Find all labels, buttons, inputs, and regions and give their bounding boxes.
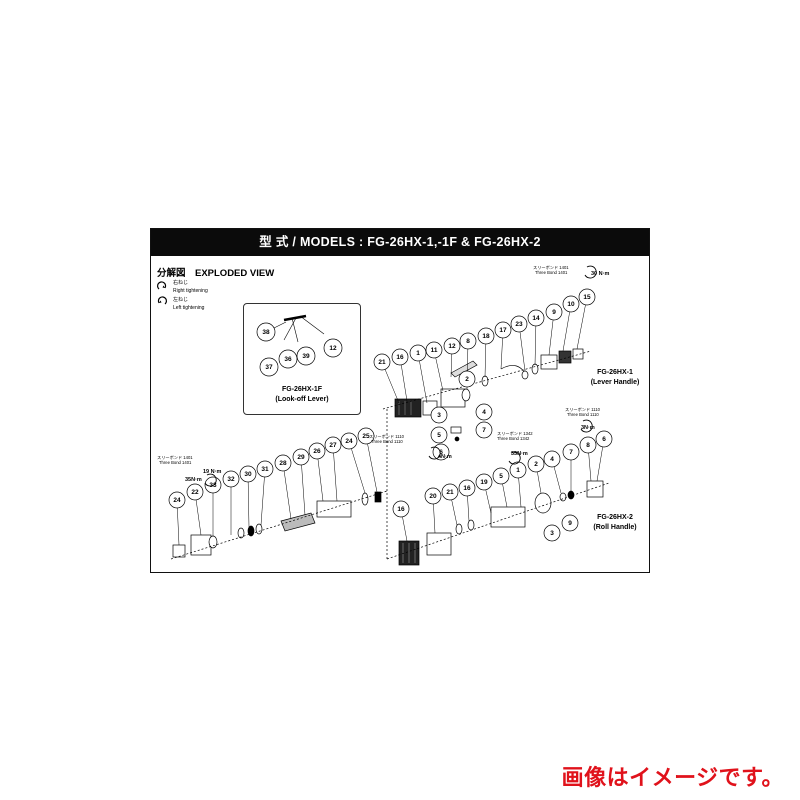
balloon-label: 17 (499, 327, 507, 334)
upper-torque2: 4N·m (438, 454, 452, 460)
balloon-label: 29 (297, 454, 305, 461)
upper-bond-jp: スリーボンド 1401 (533, 265, 569, 270)
exploded-view-sheet: 型 式 / MODELS : FG-26HX-1,-1F & FG-26HX-2… (150, 228, 650, 573)
balloon-label: 27 (329, 442, 337, 449)
legend-right-jp: 右ねじ (173, 280, 189, 286)
balloon-label: 31 (261, 466, 269, 473)
balloon-39 (296, 346, 316, 366)
balloon-label: 8 (586, 442, 590, 449)
inset-drawing (256, 314, 343, 377)
left-assembly-parts (170, 490, 388, 560)
upper-bond2-jp: スリーボンド 1110 (369, 434, 404, 439)
inset-panel-1f: 38 12 37 36 39 FG-26HX-1F (Look-off Leve… (243, 303, 361, 415)
balloon-label: 16 (463, 485, 471, 492)
balloon-label: 1 (516, 467, 520, 474)
balloon-37 (259, 357, 279, 377)
rotation-legend-icons (156, 281, 168, 305)
balloon-label: 6 (439, 449, 443, 456)
balloon-12 (323, 338, 343, 358)
balloon-label: 12 (329, 345, 337, 352)
balloon-36 (278, 349, 298, 369)
left-torque-b: 35N·m (185, 477, 202, 483)
lower-bond2-jp: スリーボンド 1342 (497, 431, 533, 436)
balloon-label: 10 (567, 301, 575, 308)
balloon-label: 4 (550, 456, 554, 463)
left-leader-lines (176, 435, 378, 546)
lower-torque2: 35N·m (511, 451, 528, 457)
lower-bond-jp: スリーボンド 1110 (565, 407, 600, 412)
balloon-label: 2 (534, 461, 538, 468)
balloon-label: 4 (482, 409, 486, 416)
left-tightening-icon (157, 296, 168, 305)
balloon-label: 18 (482, 333, 490, 340)
balloon-label: 20 (429, 493, 437, 500)
balloon-label: 32 (227, 476, 235, 483)
balloon-label: 28 (279, 460, 287, 467)
lower-caption-desc: (Roll Handle) (593, 524, 637, 531)
inset-caption-desc: (Look-off Lever) (275, 396, 329, 403)
balloon-label: 3 (550, 530, 554, 537)
upper-bond2-en: Three Bond 1110 (371, 439, 403, 444)
legend-left-en: Left tightening (173, 305, 205, 311)
balloon-label: 16 (397, 506, 405, 513)
balloon-label: 5 (499, 473, 503, 480)
balloon-label: 19 (480, 479, 488, 486)
upper-torque: 30 N·m (591, 271, 610, 277)
balloon-label: 24 (173, 497, 181, 504)
lower-torque: 3N·m (581, 425, 595, 431)
balloon-label: 6 (602, 436, 606, 443)
balloon-label: 30 (244, 471, 252, 478)
balloon-label: 12 (448, 343, 456, 350)
balloon-38 (256, 322, 276, 342)
balloon-label: 16 (396, 354, 404, 361)
balloon-label: 25 (362, 433, 370, 440)
legend-left-jp: 左ねじ (173, 297, 189, 303)
balloon-label: 33 (209, 482, 217, 489)
balloon-label: 1 (416, 350, 420, 357)
left-bond-jp: スリーボンド 1401 (157, 455, 193, 460)
balloon-label: 7 (569, 449, 573, 456)
models-banner: 型 式 / MODELS : FG-26HX-1,-1F & FG-26HX-2 (151, 229, 649, 256)
balloon-label: 38 (262, 329, 270, 336)
balloon-label: 9 (552, 309, 556, 316)
balloon-label: 7 (482, 427, 486, 434)
balloon-label: 8 (466, 338, 470, 345)
legend-right-en: Right tightening (173, 288, 208, 294)
balloon-label: 14 (532, 315, 540, 322)
lower-caption-model: FG-26HX-2 (597, 514, 633, 521)
balloon-label: 37 (265, 364, 273, 371)
image-disclaimer: 画像はイメージです。 (561, 766, 784, 791)
right-tightening-icon (156, 281, 167, 290)
section-title: 分解図 EXPLODED VIEW (157, 268, 275, 279)
balloon-label: 15 (583, 294, 591, 301)
left-torque-a: 19 N·m (203, 469, 222, 475)
balloon-label: 26 (313, 448, 321, 455)
balloon-label: 36 (284, 356, 292, 363)
balloon-label: 3 (437, 412, 441, 419)
balloon-label: 21 (446, 489, 454, 496)
balloon-label: 23 (515, 321, 523, 328)
balloon-label: 21 (378, 359, 386, 366)
upper-caption-desc: (Lever Handle) (590, 379, 640, 386)
upper-bond-en: Three Bond 1401 (535, 270, 568, 275)
balloon-label: 11 (430, 347, 438, 354)
balloon-label: 5 (437, 432, 441, 439)
lower-bond2-en: Three Bond 1342 (497, 436, 530, 441)
balloon-label: 2 (465, 376, 469, 383)
balloon-label: 22 (191, 489, 199, 496)
lower-bond-en: Three Bond 1110 (567, 412, 599, 417)
balloon-label: 9 (568, 520, 572, 527)
left-bond-en: Three Bond 1401 (159, 460, 192, 465)
balloon-label: 24 (345, 438, 353, 445)
inset-caption-model: FG-26HX-1F (281, 386, 323, 393)
upper-caption-model: FG-26HX-1 (597, 369, 633, 376)
balloon-label: 39 (302, 353, 310, 360)
